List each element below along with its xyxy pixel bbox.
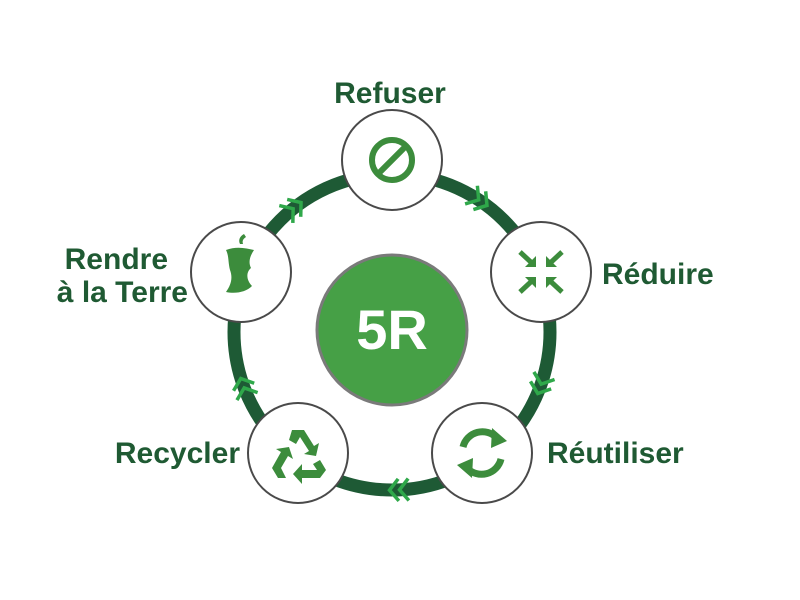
node-reduire bbox=[490, 221, 592, 323]
node-reutiliser bbox=[431, 402, 533, 504]
label-reutiliser: Réutiliser bbox=[547, 437, 684, 470]
label-refuser: Refuser bbox=[334, 77, 446, 110]
center-label: 5R bbox=[356, 298, 428, 361]
chevron-arrow-3 bbox=[387, 477, 411, 503]
chevron-arrow-1 bbox=[464, 185, 489, 212]
label-reduire: Réduire bbox=[602, 258, 714, 291]
cycle-chevrons bbox=[232, 185, 556, 503]
node-refuser bbox=[341, 109, 443, 211]
node-rendre-a-la-terre bbox=[190, 221, 292, 323]
center-circle bbox=[315, 253, 469, 407]
label-rendre-line2: à la Terre bbox=[56, 276, 188, 309]
compress-arrows-icon bbox=[518, 250, 564, 294]
recycle-icon bbox=[272, 430, 326, 484]
apple-core-icon bbox=[226, 234, 254, 293]
prohibited-icon bbox=[369, 137, 415, 183]
node-recycler bbox=[247, 402, 349, 504]
chevron-arrow-5 bbox=[278, 197, 303, 223]
label-recycler: Recycler bbox=[114, 437, 240, 470]
label-rendre-line1: Rendre bbox=[64, 243, 168, 276]
chevron-arrow-4 bbox=[232, 376, 259, 402]
circular-arrows-icon bbox=[457, 428, 507, 478]
chevron-arrow-2 bbox=[528, 371, 556, 396]
